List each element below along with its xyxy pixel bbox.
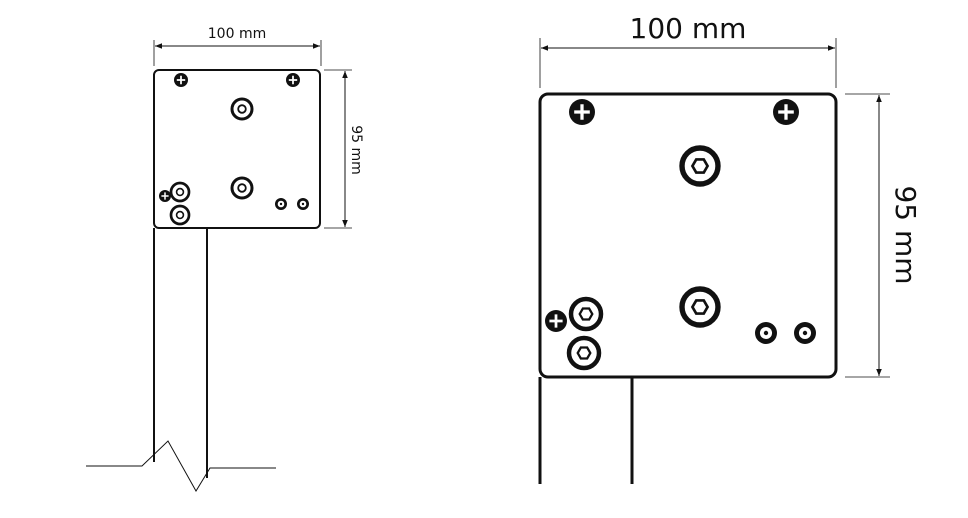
large-width-label: 100 mm: [630, 12, 747, 45]
hex-bolt-icon: [679, 145, 721, 187]
small-fastener-icon: [297, 198, 309, 210]
small-width-label: 100 mm: [208, 26, 266, 42]
phillips-screw-icon: [773, 99, 799, 125]
small-fastener-icon: [755, 322, 777, 344]
hex-bolt-icon: [230, 176, 254, 200]
large-view-hardware: [545, 99, 816, 371]
phillips-screw-icon: [159, 190, 171, 202]
hex-bolt-icon: [230, 97, 254, 121]
hex-bolt-icon: [169, 204, 191, 226]
small-view-hardware: [159, 73, 309, 226]
small-height-label: 95 mm: [348, 125, 364, 175]
large-view: [538, 38, 890, 484]
phillips-screw-icon: [545, 310, 567, 332]
mounting-plate: [538, 92, 838, 379]
mounting-plate: [153, 69, 321, 229]
hex-bolt-icon: [679, 286, 721, 328]
hex-bolt-icon: [566, 335, 602, 371]
small-view: [86, 40, 352, 492]
small-fastener-icon: [794, 322, 816, 344]
ground-break-line: [86, 440, 276, 492]
post: [153, 228, 208, 478]
hex-bolt-icon: [169, 181, 191, 203]
phillips-screw-icon: [569, 99, 595, 125]
large-height-label: 95 mm: [889, 185, 922, 284]
post: [538, 377, 634, 484]
small-fastener-icon: [275, 198, 287, 210]
phillips-screw-icon: [174, 73, 188, 87]
phillips-screw-icon: [286, 73, 300, 87]
hex-bolt-icon: [568, 296, 604, 332]
